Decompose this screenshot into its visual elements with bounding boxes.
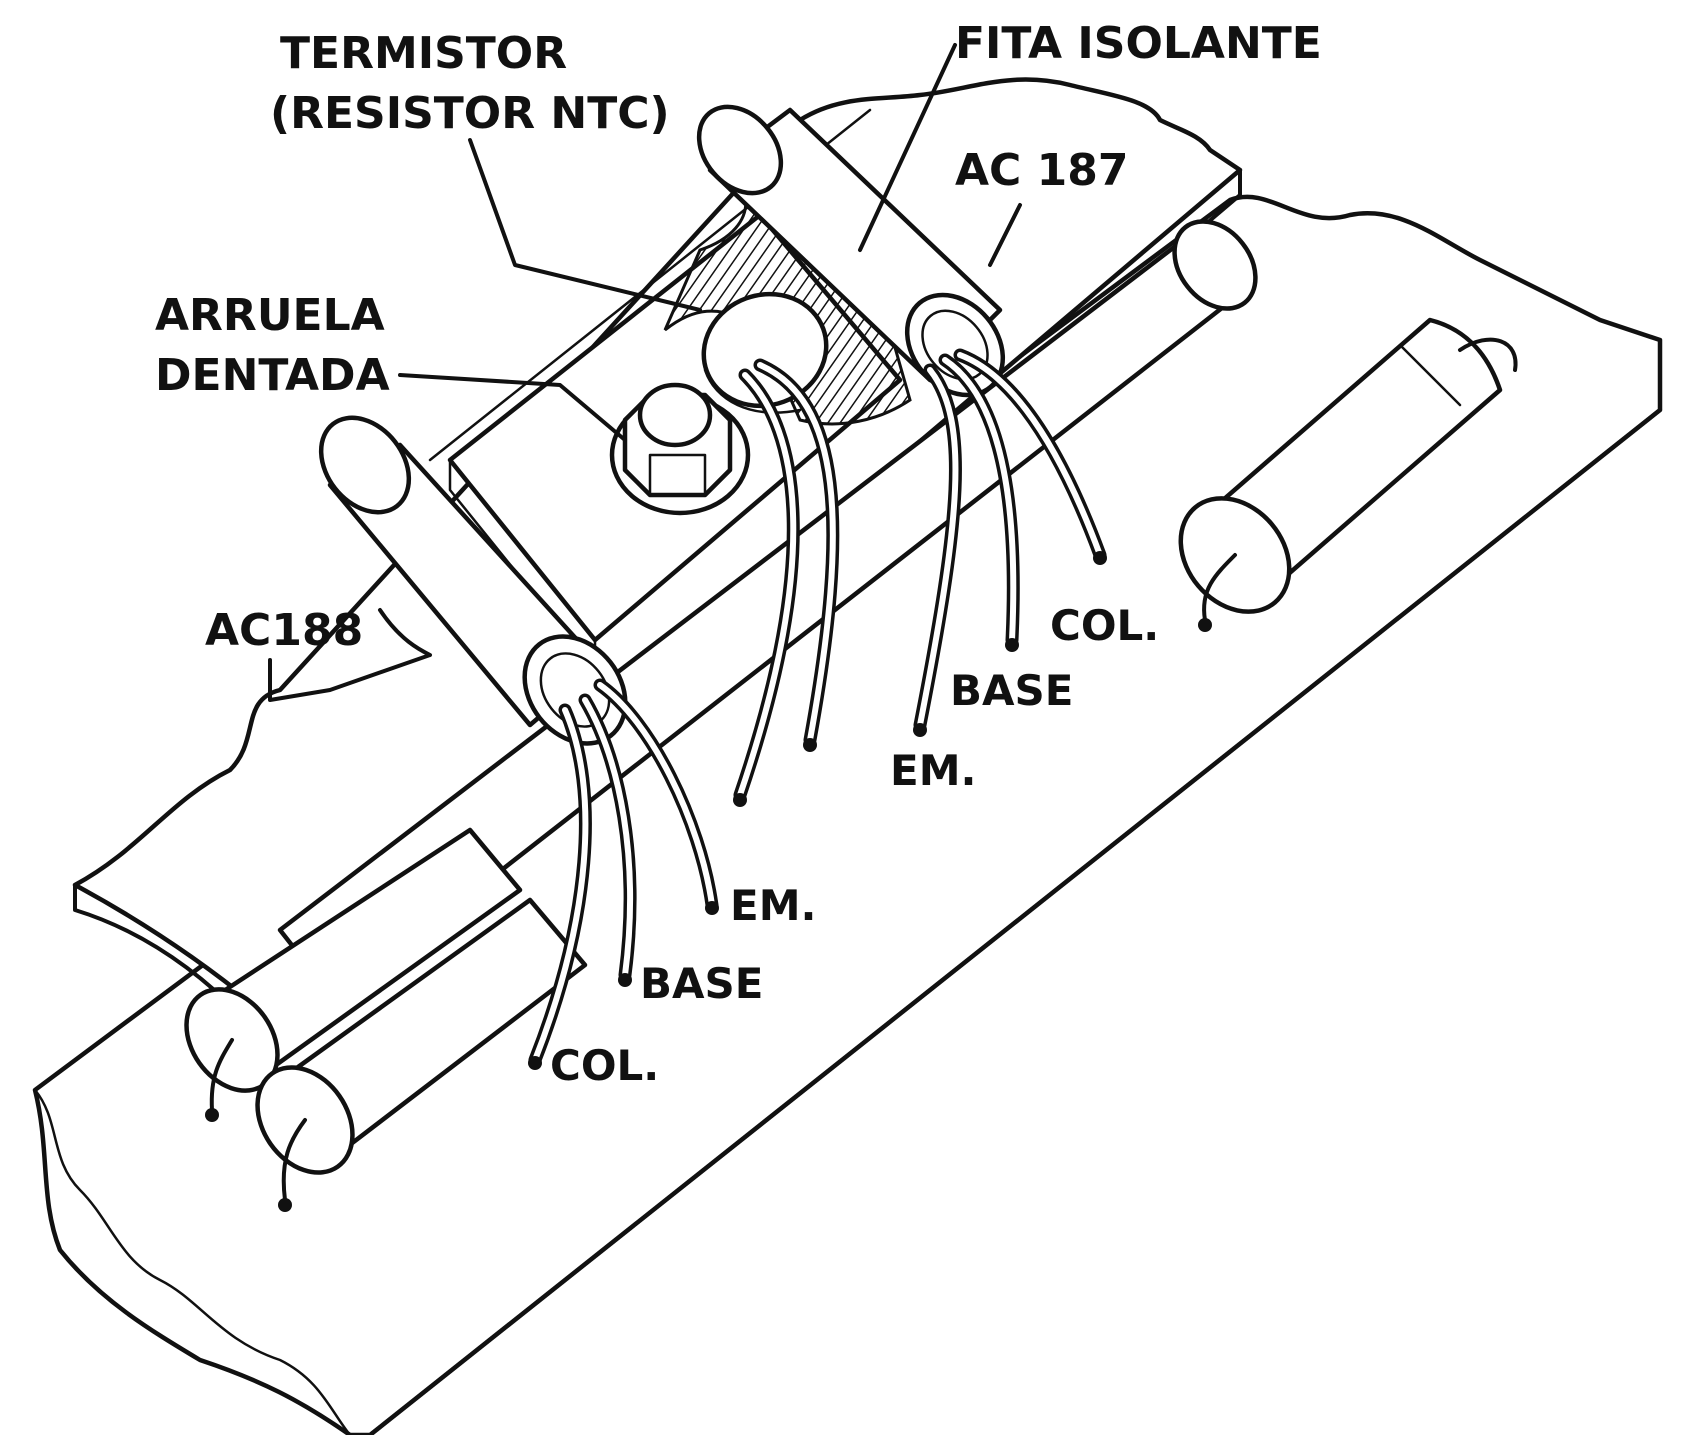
leader-lines	[268, 43, 1022, 702]
label-termistor: TERMISTOR	[280, 28, 567, 79]
resistor-left-lower	[255, 897, 588, 1212]
thermistor-leads	[733, 358, 840, 807]
ac188-transistor	[318, 415, 628, 746]
label-ac188: AC188	[205, 605, 363, 656]
label-arruela: ARRUELA	[155, 290, 385, 341]
resistor-left-upper	[184, 827, 523, 1122]
label-ac187-base: BASE	[950, 666, 1073, 715]
ac188-leads	[528, 678, 719, 1070]
label-ac188-col: COL.	[550, 1041, 659, 1090]
label-ac188-base: BASE	[640, 959, 763, 1008]
label-ac188-em: EM.	[730, 881, 816, 930]
bolt-washer	[609, 382, 751, 516]
label-ac187-col: COL.	[1050, 601, 1159, 650]
label-ac187: AC 187	[955, 145, 1129, 196]
label-dentada: DENTADA	[155, 350, 390, 401]
thermistor-disc	[701, 291, 829, 414]
label-ac187-em: EM.	[890, 746, 976, 795]
resistor-right	[1178, 317, 1518, 632]
label-fita-isolante: FITA ISOLANTE	[955, 18, 1322, 69]
label-resistor-ntc: (RESISTOR NTC)	[270, 88, 670, 139]
ac187-leads	[913, 348, 1107, 737]
